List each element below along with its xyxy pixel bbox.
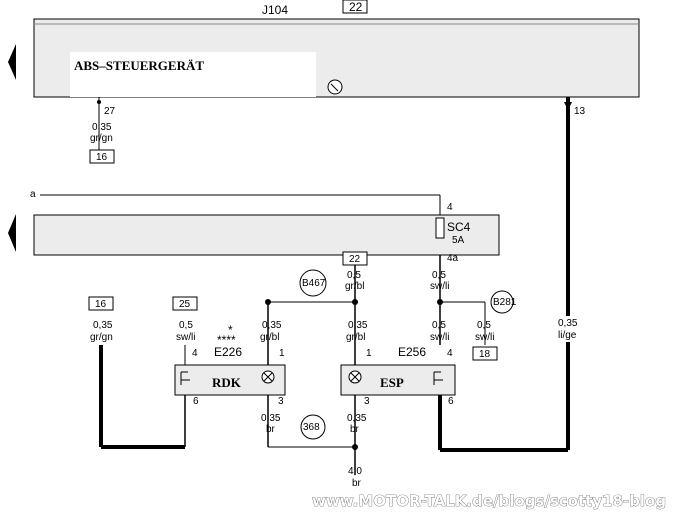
- pin-3: 3: [278, 396, 284, 407]
- fuse-sc4: SC4: [447, 220, 471, 234]
- ref-16-top: 16: [96, 152, 108, 163]
- wire-gauge: 0,35: [261, 413, 281, 424]
- ref-16-left: 16: [95, 299, 107, 310]
- wire-gauge: 0,5: [432, 270, 446, 281]
- ref-22-mid: 22: [349, 254, 361, 265]
- ref-18: 18: [479, 349, 491, 360]
- pin-3: 3: [364, 396, 370, 407]
- e256-label: E256: [398, 345, 426, 359]
- wire-gauge: 0,35: [347, 413, 367, 424]
- star: *: [228, 323, 233, 337]
- b467-label: B467: [302, 278, 326, 289]
- wire-gauge: 0,35: [93, 320, 113, 331]
- watermark: www.MOTOR-TALK.de/blogs/scotty18-blog: [312, 492, 666, 510]
- e226-label: E226: [214, 345, 242, 359]
- wire-gauge: 0,5: [477, 320, 491, 331]
- b281-label: B281: [493, 297, 517, 308]
- abs-label-box: [70, 52, 316, 97]
- wire-gauge: 0,5: [347, 270, 361, 281]
- wire-color: br: [266, 424, 276, 435]
- left-arrow-fuse-icon: [8, 214, 16, 252]
- wire-color: sw/li: [176, 332, 195, 343]
- esp-label: ESP: [380, 375, 404, 390]
- line-a-label: a: [30, 189, 36, 200]
- pin-1: 1: [366, 348, 372, 359]
- wire-color: gr/bl: [345, 281, 364, 292]
- wire-color: sw/li: [430, 332, 449, 343]
- pin-4: 4: [447, 202, 453, 213]
- wire-gauge: 0,35: [92, 122, 112, 133]
- wire-color: sw/li: [475, 332, 494, 343]
- wire-gauge: 0,5: [432, 320, 446, 331]
- wire-gauge: 4,0: [348, 466, 362, 477]
- wire-color: br: [350, 424, 360, 435]
- pin-6: 6: [193, 396, 199, 407]
- wire-gauge: 0,35: [558, 318, 578, 329]
- ref-25: 25: [179, 299, 191, 310]
- wire-color: br: [352, 478, 362, 489]
- left-arrow-top-icon: [8, 44, 16, 80]
- wire-color: gr/bl: [346, 332, 365, 343]
- ref-top-22: 22: [349, 0, 363, 14]
- stars: ****: [217, 333, 236, 347]
- pin-4: 4: [447, 348, 453, 359]
- wire-gauge: 0,35: [348, 320, 368, 331]
- j104-label: J104: [262, 3, 288, 17]
- abs-label: ABS–STEUERGERÄT: [74, 58, 204, 73]
- fuse-bar: [33, 214, 500, 256]
- wire-color: gr/bl: [260, 332, 279, 343]
- pin-4: 4: [192, 348, 198, 359]
- wire-color: gr/gn: [90, 133, 113, 144]
- wire-color: gr/gn: [90, 332, 113, 343]
- pin-13: 13: [574, 106, 586, 117]
- pin-4a: 4a: [447, 253, 459, 264]
- rdk-label: RDK: [212, 375, 242, 390]
- wire-gauge: 0,5: [179, 320, 193, 331]
- fuse-amp: 5A: [452, 235, 465, 246]
- wire-color: sw/li: [430, 281, 449, 292]
- pin-6: 6: [448, 396, 454, 407]
- pin-27: 27: [104, 106, 116, 117]
- k-symbol-icon: [327, 79, 343, 95]
- wire-color: li/ge: [558, 330, 577, 341]
- pin-1: 1: [279, 348, 285, 359]
- ref-368: 368: [303, 422, 320, 433]
- wire-gauge: 0,35: [262, 320, 282, 331]
